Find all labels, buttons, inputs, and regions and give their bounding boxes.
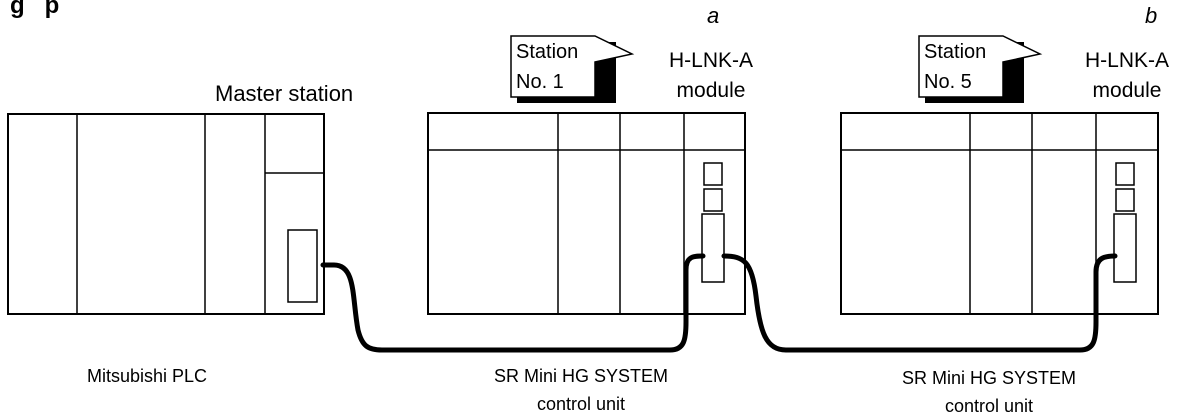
master-station-label: Master station [215, 81, 353, 106]
unit-a-module-line2: module [677, 79, 746, 102]
unit-b-caption-line1: SR Mini HG SYSTEM [902, 368, 1076, 388]
unit-a-caption-line2: control unit [537, 394, 625, 414]
unit-a-letter: a [707, 3, 719, 28]
unit-a-module-line1: H-LNK-A [669, 49, 753, 72]
control-unit-b: b Station No. 5 H-LNK-A module SR Mini H… [840, 3, 1169, 416]
station-callout-b-line2: No. 5 [924, 71, 972, 93]
unit-a-indicator [703, 162, 723, 186]
master-station: Master station Mitsubishi PLC [7, 81, 353, 386]
unit-a-caption-line1: SR Mini HG SYSTEM [494, 366, 668, 386]
link-cable-master-to-a [320, 253, 706, 353]
master-caption: Mitsubishi PLC [87, 366, 207, 386]
unit-b-module-line1: H-LNK-A [1085, 49, 1169, 72]
unit-b-link-connector [1113, 213, 1137, 283]
unit-b-module-line2: module [1093, 79, 1162, 102]
control-unit-a: a Station No. 1 H-LNK-A module SR Mini H… [427, 3, 753, 414]
unit-a-indicator [703, 188, 723, 212]
unit-b-letter: b [1145, 3, 1157, 28]
heading-fragment: g p [10, 0, 59, 19]
station-callout-a: Station No. 1 [510, 35, 635, 103]
station-callout-a-line2: No. 1 [516, 71, 564, 93]
unit-a-frame [427, 112, 746, 315]
station-callout-b: Station No. 5 [918, 35, 1043, 103]
unit-b-caption-line2: control unit [945, 396, 1033, 416]
unit-b-frame [840, 112, 1159, 315]
station-callout-b-line1: Station [924, 41, 986, 63]
link-cable-a-to-b [721, 253, 1118, 353]
unit-b-indicator [1115, 162, 1135, 186]
master-link-connector [287, 229, 318, 303]
station-callout-a-line1: Station [516, 41, 578, 63]
unit-b-indicator [1115, 188, 1135, 212]
master-plc-frame [7, 113, 325, 315]
unit-a-link-connector [701, 213, 725, 283]
